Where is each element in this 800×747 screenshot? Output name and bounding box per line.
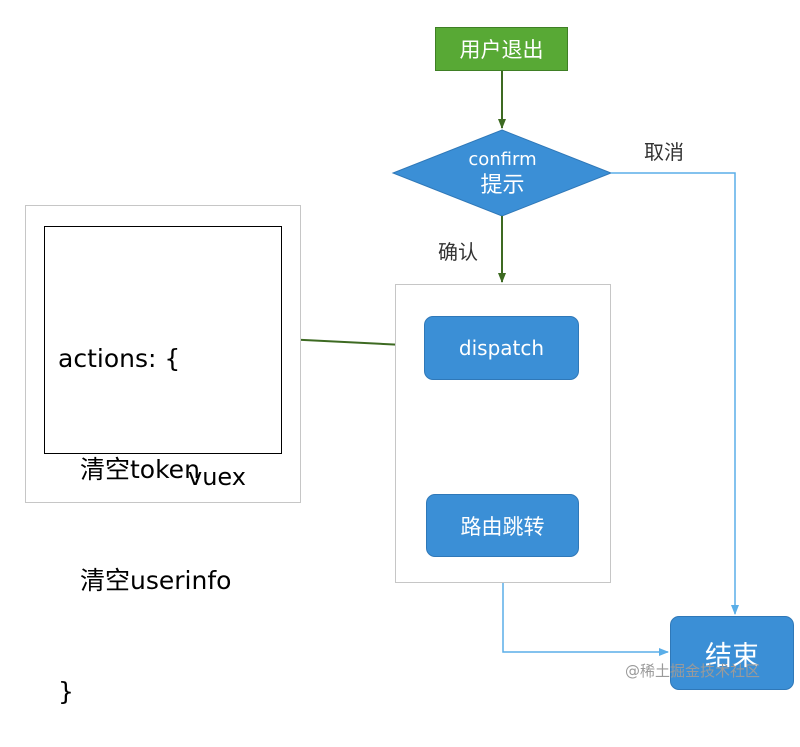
end-node: 结束	[670, 616, 794, 690]
code-line: 清空userinfo	[80, 566, 232, 595]
arrow-cancel-to-end	[611, 172, 739, 615]
code-line: }	[58, 677, 74, 706]
start-node: 用户退出	[435, 27, 568, 71]
code-line: actions: {	[58, 344, 181, 373]
arrow-process-to-end	[502, 583, 669, 656]
decision-line-1: confirm	[468, 149, 537, 170]
decision-node-text: confirm 提示	[430, 146, 575, 206]
decision-line-2: 提示	[480, 173, 525, 198]
watermark: @稀土掘金技术社区	[625, 662, 761, 680]
end-node-label: 结束	[705, 640, 759, 672]
start-node-label: 用户退出	[459, 38, 544, 62]
vuex-label: vuex	[188, 463, 246, 491]
flowchart-connectors	[283, 71, 739, 656]
edge-label-confirm: 确认	[438, 240, 478, 264]
dispatch-node-label: dispatch	[458, 336, 545, 360]
dispatch-node: dispatch	[424, 316, 579, 380]
route-jump-node-label: 路由跳转	[460, 514, 545, 539]
vuex-code-block: actions: { 清空token 清空userinfo }	[58, 266, 231, 747]
vuex-code-panel	[44, 226, 282, 454]
edge-label-cancel: 取消	[644, 140, 684, 164]
code-line: 清空token	[80, 455, 200, 484]
route-jump-node: 路由跳转	[426, 494, 579, 557]
